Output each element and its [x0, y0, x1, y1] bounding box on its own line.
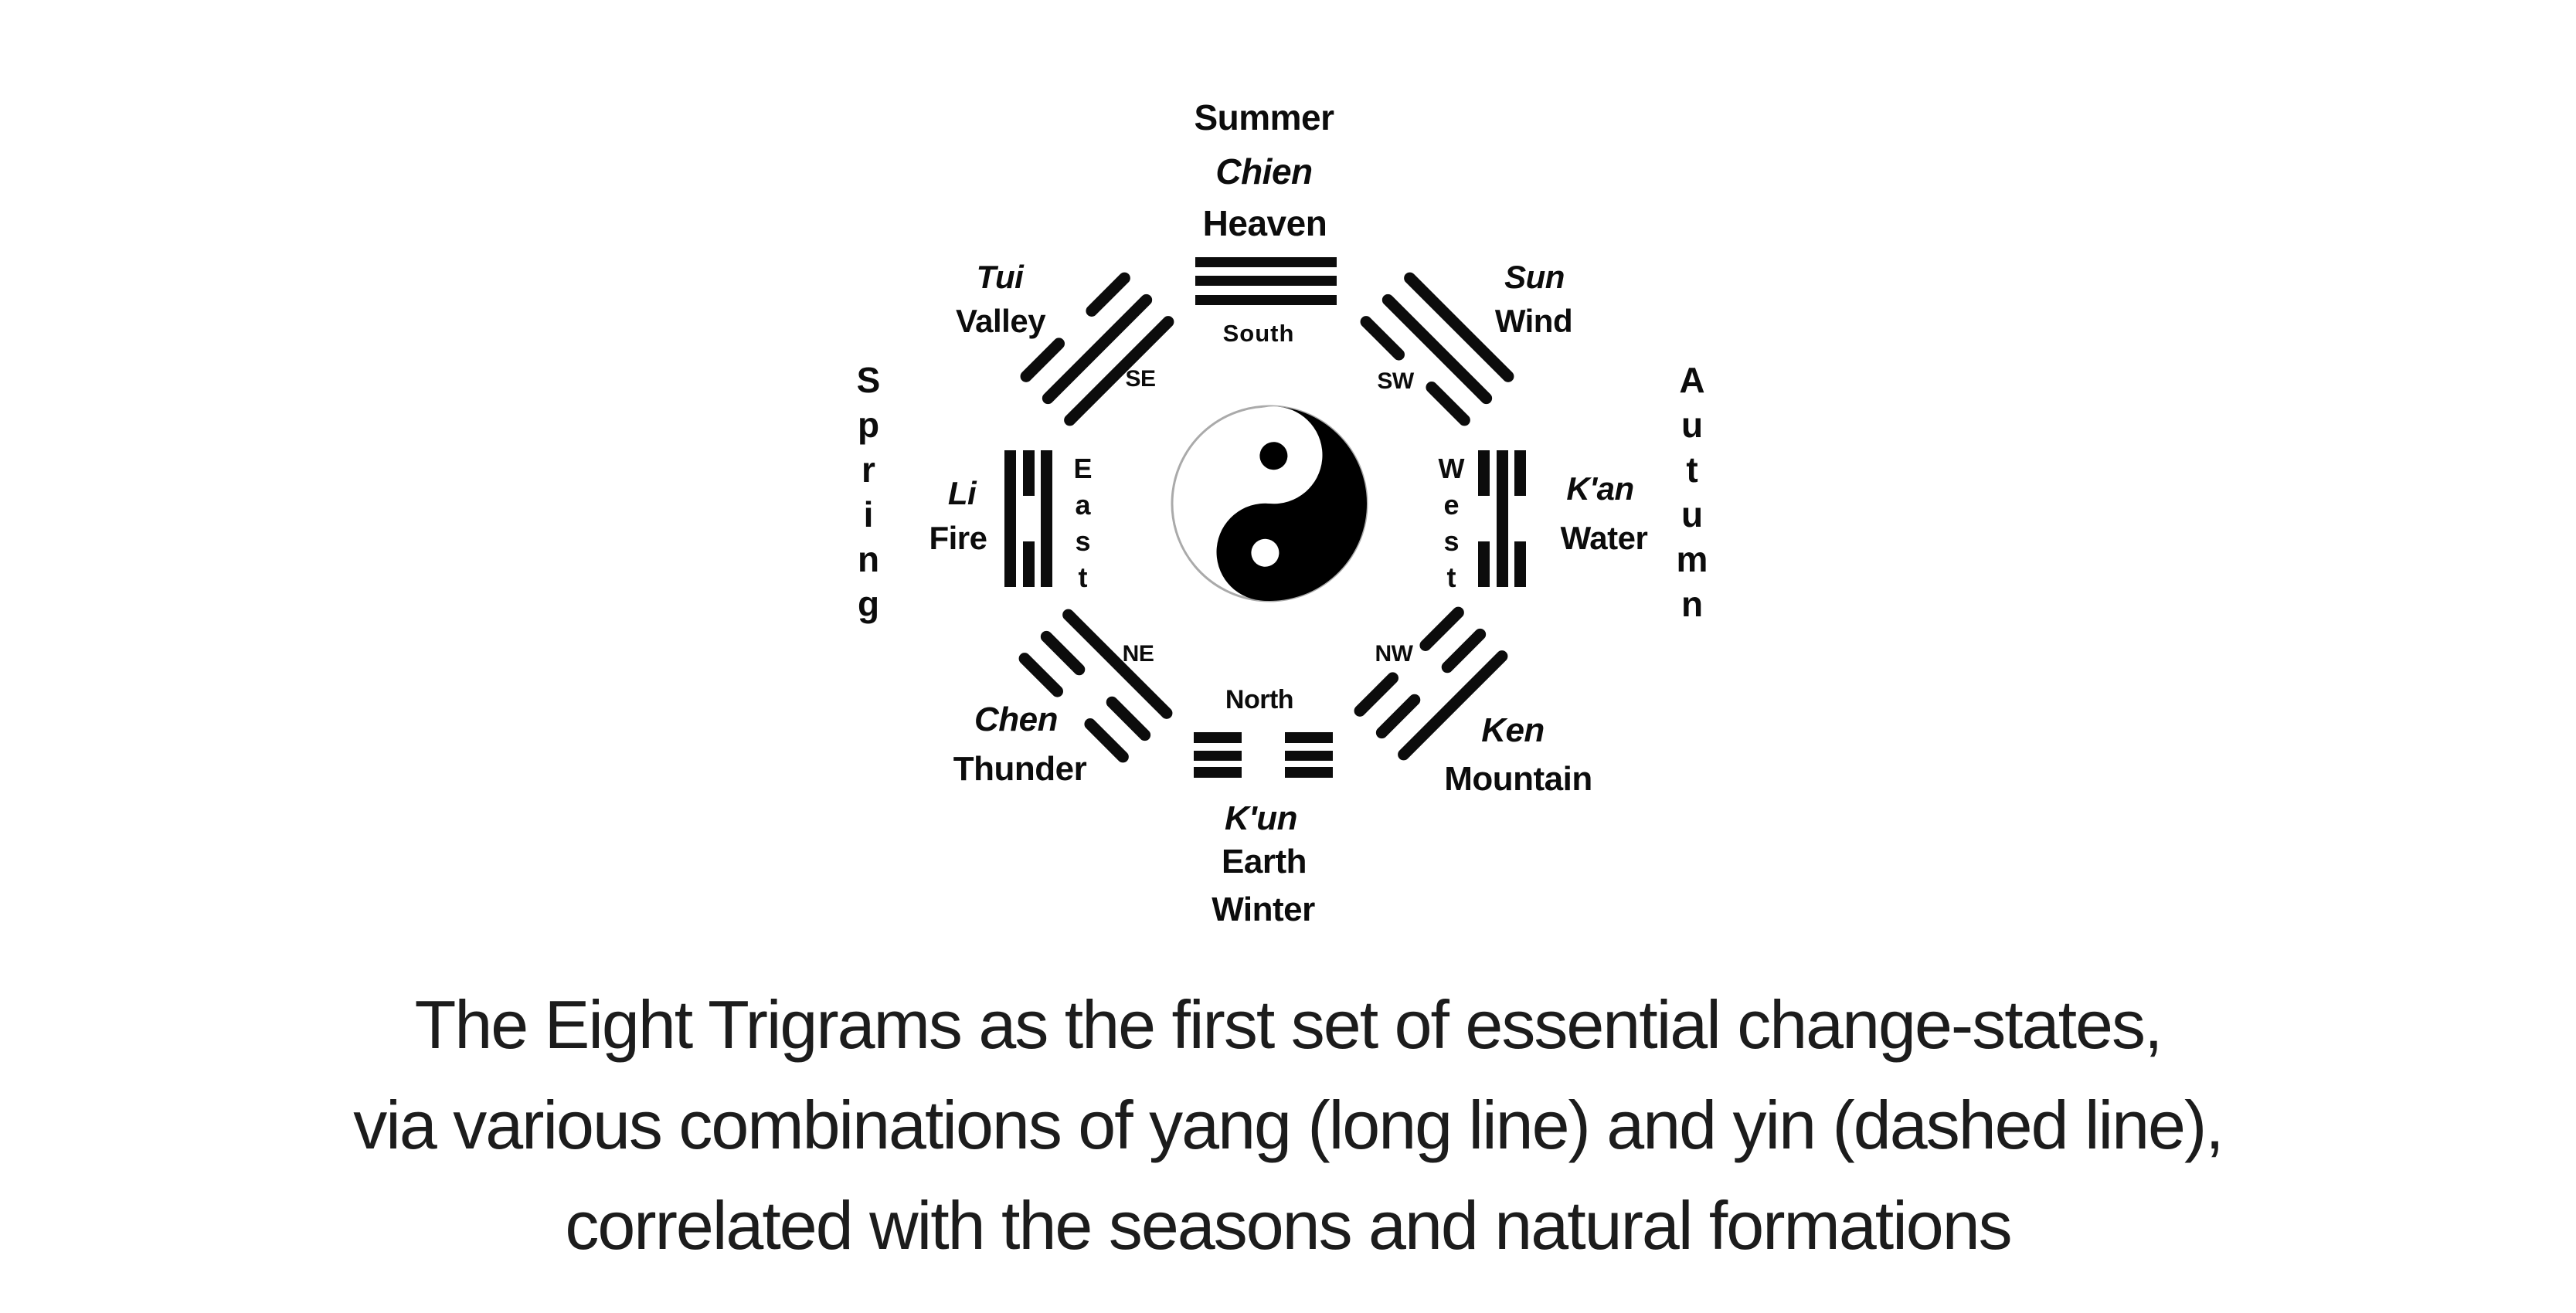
trigram-tui-symbol-icon: [1020, 272, 1174, 426]
trigram-kun-symbol-icon: [1194, 732, 1333, 778]
trigram-name-chien: Chien: [1215, 151, 1313, 192]
direction-label-nw: NW: [1375, 641, 1413, 667]
trigram-name-tui: Tui: [976, 259, 1024, 295]
trigram-nature-fire: Fire: [929, 520, 987, 556]
trigram-chen-symbol-icon: [1018, 609, 1173, 763]
trigram-name-li: Li: [947, 475, 977, 511]
direction-label-west: West: [1436, 453, 1467, 598]
trigram-name-kun: K'un: [1225, 799, 1298, 837]
direction-label-se: SE: [1125, 366, 1156, 392]
season-label-summer: Summer: [1194, 97, 1334, 137]
caption-line-1: The Eight Trigrams as the first set of e…: [414, 986, 2163, 1063]
trigram-name-sun: Sun: [1504, 259, 1565, 295]
season-label-spring: Spring: [848, 360, 889, 629]
direction-label-north: North: [1225, 685, 1294, 714]
trigram-sun-symbol-icon: [1360, 272, 1514, 426]
trigram-nature-earth: Earth: [1222, 843, 1307, 880]
trigram-nature-wind: Wind: [1494, 303, 1573, 339]
trigram-ken-symbol-icon: [1354, 606, 1508, 761]
trigram-kan-symbol-icon: [1478, 450, 1526, 587]
caption-line-3: correlated with the seasons and natural …: [565, 1187, 2012, 1264]
trigram-nature-heaven: Heaven: [1202, 203, 1327, 243]
season-label-winter: Winter: [1212, 891, 1315, 928]
caption: The Eight Trigrams as the first set of e…: [0, 975, 2576, 1276]
trigram-nature-mountain: Mountain: [1444, 760, 1592, 798]
direction-label-south: South: [1222, 320, 1295, 347]
trigram-nature-water: Water: [1560, 520, 1648, 556]
season-label-autumn: Autumn: [1672, 360, 1712, 629]
caption-line-2: via various combinations of yang (long l…: [353, 1087, 2224, 1163]
trigram-nature-valley: Valley: [955, 303, 1046, 339]
trigram-name-ken: Ken: [1481, 711, 1545, 749]
trigram-chien-symbol-icon: [1195, 257, 1337, 305]
direction-label-ne: NE: [1122, 641, 1154, 667]
direction-label-east: East: [1067, 453, 1099, 598]
trigram-name-kan: K'an: [1566, 470, 1634, 507]
yin-yang-icon: [1171, 405, 1368, 602]
trigram-nature-thunder: Thunder: [953, 750, 1087, 788]
trigram-name-chen: Chen: [974, 701, 1059, 738]
direction-label-sw: SW: [1377, 368, 1414, 394]
trigram-li-symbol-icon: [1004, 450, 1052, 587]
